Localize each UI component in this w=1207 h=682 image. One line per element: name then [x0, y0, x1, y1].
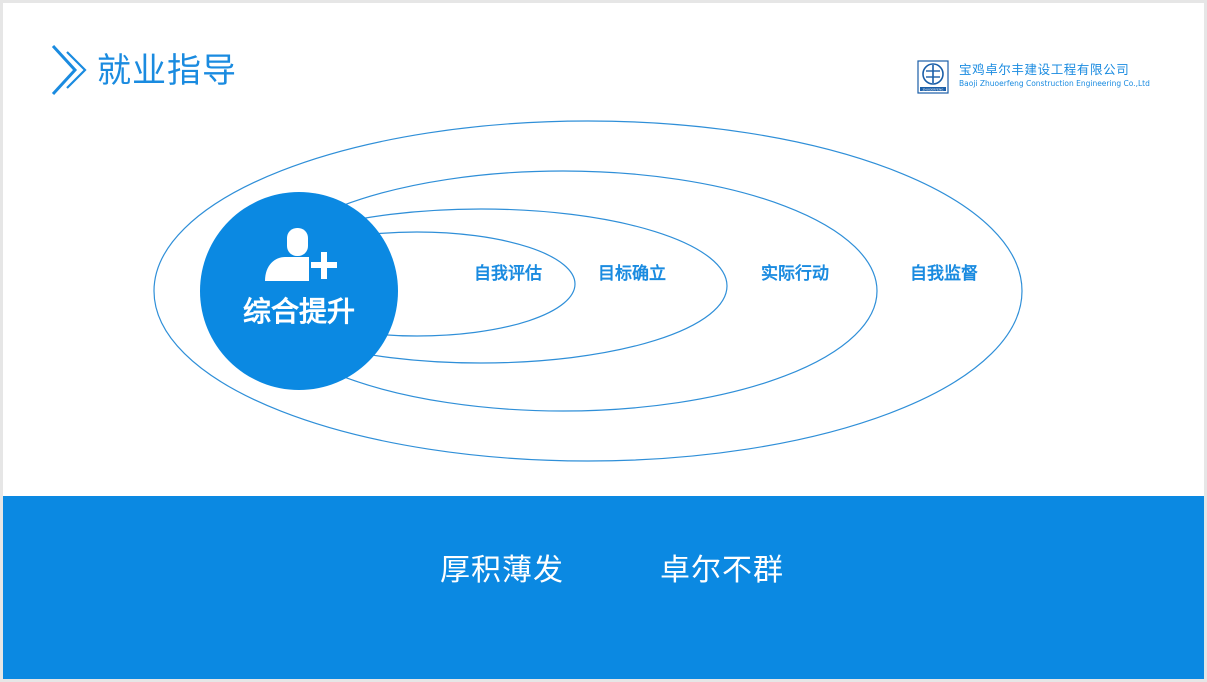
- center-label: 综合提升: [243, 295, 355, 328]
- ring-label-2: 目标确立: [598, 263, 666, 284]
- add-user-icon: [265, 228, 337, 281]
- company-name-cn: 宝鸡卓尔丰建设工程有限公司: [959, 62, 1130, 77]
- slide: 就业指导 ZHUOERFENG 宝鸡卓尔丰建设工程有限公司 Baoji Zhuo…: [3, 3, 1204, 679]
- double-chevron-icon: [51, 44, 87, 96]
- ring-label-3: 实际行动: [761, 263, 829, 284]
- page-title: 就业指导: [97, 51, 237, 91]
- concentric-rings-diagram: 综合提升 自我评估 目标确立 实际行动 自我监督: [153, 120, 1023, 462]
- slogan-right: 卓尔不群: [660, 553, 784, 588]
- logo-wordmark: ZHUOERFENG: [922, 87, 944, 91]
- company-logo: ZHUOERFENG: [917, 60, 949, 94]
- slogan-left: 厚积薄发: [440, 553, 564, 588]
- company-name-en: Baoji Zhuoerfeng Construction Engineerin…: [959, 79, 1150, 88]
- ring-label-4: 自我监督: [910, 263, 978, 284]
- footer-band: 厚积薄发 卓尔不群: [3, 496, 1204, 679]
- center-circle: [200, 192, 398, 390]
- ring-4: [153, 120, 1023, 462]
- ring-label-1: 自我评估: [474, 263, 542, 284]
